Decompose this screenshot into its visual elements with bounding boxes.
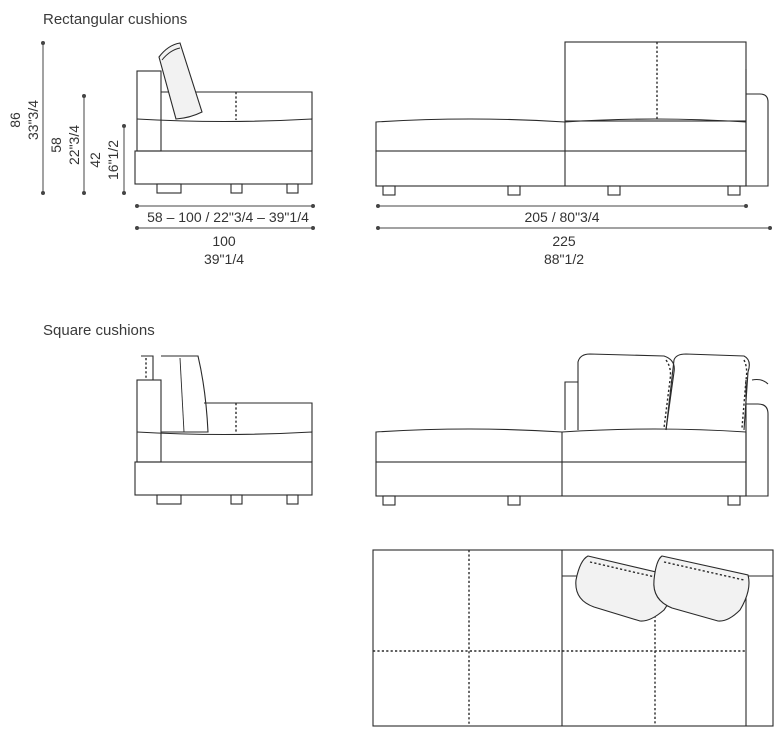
top-view	[372, 549, 774, 727]
depth-range-label: 58 – 100 / 22"3/4 – 39"1/4	[147, 209, 309, 225]
depth-cm-label: 100	[212, 233, 236, 249]
seat-height-cm: 58	[48, 137, 64, 153]
width-in-label: 88"1/2	[544, 251, 584, 267]
depth-in-label: 39"1/4	[204, 251, 244, 267]
width-dimensions: 205 / 80"3/4 225 88"1/2	[376, 204, 772, 267]
tilted-back-cushion	[158, 42, 203, 120]
depth-dimensions: 58 – 100 / 22"3/4 – 39"1/4 100 39"1/4	[135, 204, 315, 267]
front-view-rectangular	[375, 41, 769, 196]
vertical-dimensions: 86 33"3/4 58 22"3/4 42 16"1/2	[7, 41, 126, 195]
front-view-square	[375, 353, 769, 506]
heading-rectangular-cushions: Rectangular cushions	[43, 11, 187, 28]
back-cushion-left	[577, 353, 675, 431]
back-cushion-right	[665, 353, 750, 431]
inner-width-label: 205 / 80"3/4	[524, 209, 599, 225]
top-cushion-right	[653, 555, 750, 622]
side-view-square	[134, 355, 313, 505]
seat-height-in: 22"3/4	[66, 125, 82, 165]
armrest-height-in: 16"1/2	[105, 140, 121, 180]
armrest-height-cm: 42	[87, 152, 103, 168]
height-total-cm: 86	[7, 112, 23, 128]
heading-square-cushions: Square cushions	[43, 322, 155, 339]
side-view-rectangular	[134, 42, 313, 194]
width-cm-label: 225	[552, 233, 576, 249]
height-total-in: 33"3/4	[25, 100, 41, 140]
